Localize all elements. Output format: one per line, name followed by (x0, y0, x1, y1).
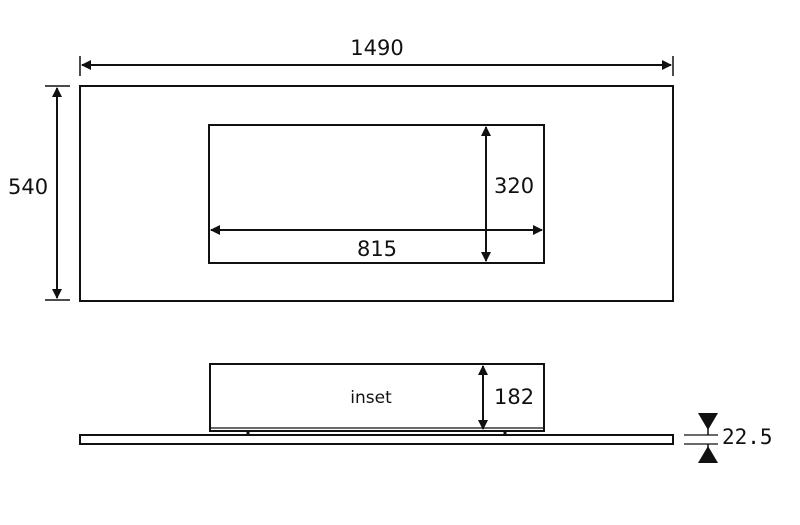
outer-frame (79, 85, 674, 302)
thickness-arrow-bottom (698, 446, 718, 463)
inner-opening (208, 124, 545, 264)
panel-plate (79, 434, 674, 445)
inset-label: inset (350, 388, 392, 408)
panel-thickness-label: 22.5 (722, 425, 773, 449)
thickness-arrow-top (698, 413, 718, 430)
opening-width-label: 815 (357, 237, 397, 261)
front-view: 1490 540 815 320 (8, 36, 674, 302)
inset-depth-label: 182 (494, 385, 534, 409)
fixing-point-left (246, 431, 250, 435)
side-view: inset 182 22.5 (79, 363, 773, 463)
opening-height-label: 320 (494, 174, 534, 198)
overall-height-label: 540 (8, 175, 48, 199)
fixing-point-right (503, 431, 507, 435)
inset-box (209, 363, 545, 432)
overall-width-label: 1490 (350, 36, 403, 60)
